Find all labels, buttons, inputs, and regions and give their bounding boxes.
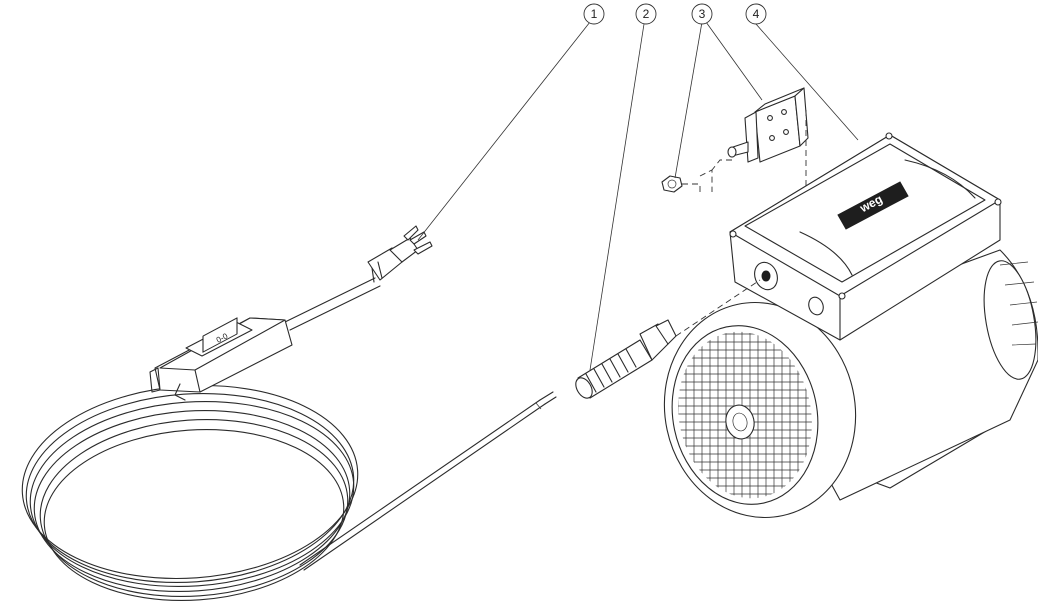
strain-relief-fitting	[575, 319, 677, 399]
callout-label: 2	[643, 7, 650, 21]
cord-to-motor	[299, 391, 557, 571]
callout-label: 4	[753, 7, 760, 21]
callout-4: 4	[745, 3, 767, 25]
fitting-assembly-line	[675, 279, 761, 337]
fan-grille	[669, 330, 820, 510]
gfci-cord-assembly: 0-0	[149, 225, 433, 401]
callout-1: 1	[583, 3, 605, 25]
cord-coil	[21, 384, 359, 601]
callout-label: 1	[591, 7, 598, 21]
motor: weg	[663, 132, 1038, 519]
conduit-box: weg	[729, 132, 1002, 341]
callout-3: 3	[691, 3, 713, 25]
toggle-switch	[661, 87, 809, 300]
callout-2: 2	[635, 3, 657, 25]
leader-lines	[417, 21, 859, 371]
callout-label: 3	[699, 7, 706, 21]
